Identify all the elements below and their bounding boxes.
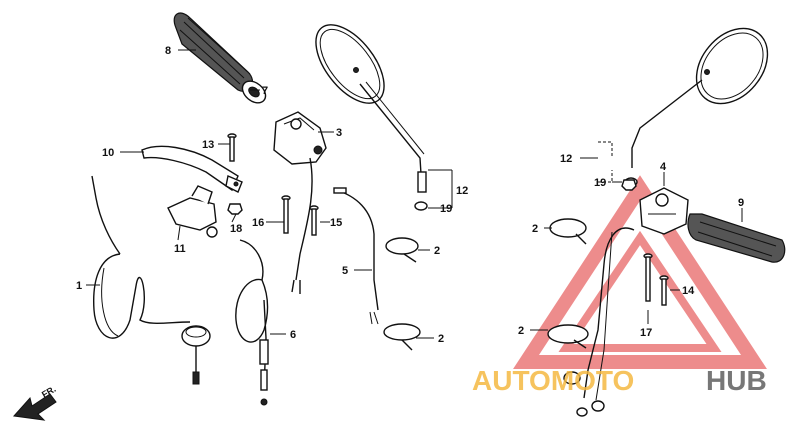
label-part-5: 5 [342, 265, 348, 277]
label-part-2-a: 2 [434, 245, 440, 257]
label-part-4: 4 [660, 161, 667, 173]
clutch-bracket [167, 185, 218, 238]
label-part-2-d: 2 [518, 325, 524, 337]
left-mirror [315, 24, 453, 211]
part-labels: 8 7 3 10 13 12 19 16 15 18 11 2 5 1 6 2 … [76, 45, 744, 345]
label-part-14: 14 [682, 285, 695, 297]
label-part-2-b: 2 [438, 333, 444, 345]
leader-lines [86, 49, 743, 339]
nut-18 [227, 203, 243, 215]
band-2c [549, 218, 587, 245]
right-mirror [598, 27, 769, 187]
label-part-19-left: 19 [440, 203, 452, 215]
front-direction-indicator: FR. [13, 384, 58, 421]
front-arrow-icon [13, 393, 57, 421]
throttle-cable [235, 239, 269, 406]
label-part-3: 3 [336, 127, 342, 139]
watermark-text-hub: HUB [706, 365, 767, 396]
label-part-15: 15 [330, 217, 342, 229]
label-part-6: 6 [290, 329, 296, 341]
cable-5 [333, 187, 379, 325]
right-grip [687, 213, 786, 263]
label-part-17: 17 [640, 327, 652, 339]
watermark-text-automoto: AUTOMOTO [472, 365, 634, 396]
clutch-lever [141, 145, 243, 193]
screw-13 [227, 133, 237, 162]
label-part-2-c: 2 [532, 223, 538, 235]
label-part-13: 13 [202, 139, 214, 151]
label-part-12-left: 12 [456, 185, 468, 197]
label-part-8: 8 [165, 45, 171, 57]
front-label: FR. [40, 384, 58, 400]
label-part-19-right: 19 [594, 177, 606, 189]
band-2a [385, 237, 419, 263]
screw-14 [659, 275, 669, 306]
band-2d [547, 324, 589, 349]
screw-16 [281, 195, 291, 234]
label-part-16: 16 [252, 217, 264, 229]
watermark-logo: AUTOMOTO HUB [472, 365, 767, 396]
band-2b [383, 323, 421, 351]
label-part-11: 11 [174, 243, 186, 255]
screw-15 [309, 205, 319, 236]
label-part-7: 7 [262, 85, 268, 97]
screw-17 [643, 253, 653, 302]
label-part-10: 10 [102, 147, 114, 159]
label-part-12-right: 12 [560, 153, 572, 165]
clutch-cable [91, 175, 211, 385]
nut-19-right [621, 179, 637, 191]
label-part-9: 9 [738, 197, 744, 209]
left-switch-housing [273, 111, 327, 294]
left-grip [173, 12, 267, 104]
right-switch-housing [563, 187, 689, 417]
label-part-18: 18 [230, 223, 242, 235]
watermark-triangle [513, 175, 767, 369]
label-part-1: 1 [76, 280, 82, 292]
